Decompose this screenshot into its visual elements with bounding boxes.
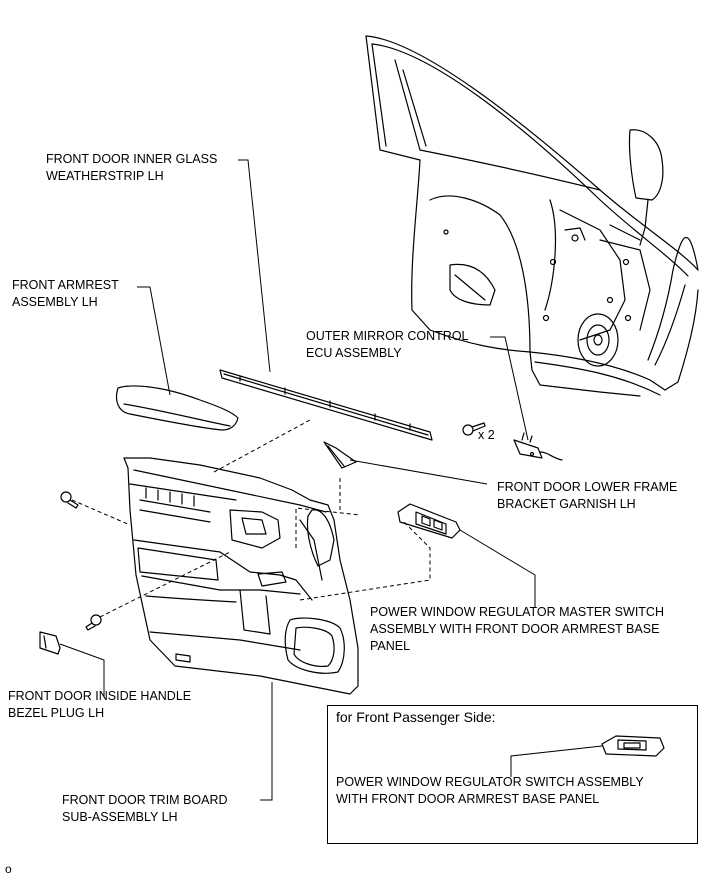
front-armrest <box>115 385 239 431</box>
passenger-switch-icon <box>601 735 665 757</box>
inner-glass-weatherstrip <box>219 369 433 441</box>
trim-screw-upper <box>60 491 79 509</box>
trim-screw-lower <box>85 614 102 631</box>
label-trim-board: FRONT DOOR TRIM BOARD SUB-ASSEMBLY LH <box>62 793 228 824</box>
ecu-screw <box>462 422 486 436</box>
inside-handle-bezel-plug <box>39 631 61 655</box>
vehicle-door-frame <box>365 35 699 397</box>
label-lower-frame-garnish: FRONT DOOR LOWER FRAME BRACKET GARNISH L… <box>497 480 678 511</box>
label-mirror-control-ecu: OUTER MIRROR CONTROL ECU ASSEMBLY <box>306 329 469 360</box>
inset-title: for Front Passenger Side: <box>336 709 496 725</box>
master-switch-assembly <box>397 503 461 539</box>
label-master-switch: POWER WINDOW REGULATOR MASTER SWITCH ASS… <box>370 605 664 653</box>
mirror-control-ecu <box>513 432 563 461</box>
label-handle-bezel-plug: FRONT DOOR INSIDE HANDLE BEZEL PLUG LH <box>8 689 192 720</box>
leader-lines <box>59 159 603 801</box>
label-front-armrest: FRONT ARMREST ASSEMBLY LH <box>12 278 119 309</box>
label-inner-glass-weatherstrip: FRONT DOOR INNER GLASS WEATHERSTRIP LH <box>46 152 218 183</box>
label-screw-quantity: x 2 <box>478 428 495 442</box>
passenger-side-inset: for Front Passenger Side: POWER WINDOW R… <box>327 705 698 844</box>
assembly-dashed-lines <box>71 419 431 618</box>
lower-frame-bracket-garnish <box>323 441 357 469</box>
figure-code: o <box>5 862 12 876</box>
label-passenger-switch: POWER WINDOW REGULATOR SWITCH ASSEMBLY W… <box>336 775 644 806</box>
door-trim-board <box>123 457 359 695</box>
